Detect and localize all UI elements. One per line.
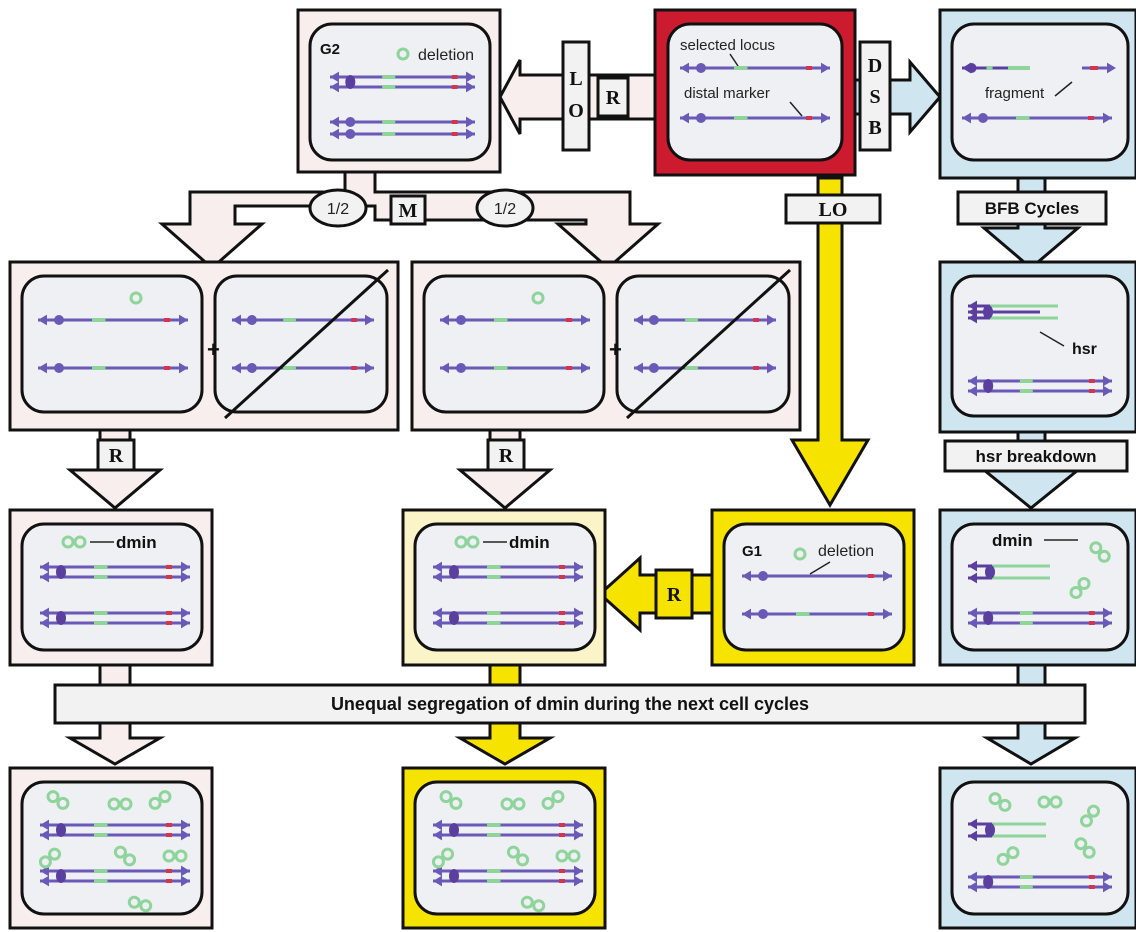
svg-text:L: L: [569, 68, 582, 90]
label-hsr-breakdown: hsr breakdown: [943, 439, 1129, 473]
label-r-yellow: R: [654, 568, 694, 620]
svg-text:O: O: [568, 100, 584, 122]
strike-line: [625, 268, 792, 420]
arrow-bottom-left: [64, 720, 166, 766]
cell-panel: [20, 522, 204, 652]
segregation-banner: Unequal segregation of dmin during the n…: [53, 683, 1087, 725]
label-m: M: [389, 194, 427, 226]
plus-sign: +: [609, 337, 622, 362]
dmin-label: dmin: [116, 533, 157, 552]
box-g1: G1 deletion: [710, 508, 916, 667]
svg-text:hsr breakdown: hsr breakdown: [976, 447, 1097, 466]
cell-panel: [950, 522, 1130, 652]
svg-text:1/2: 1/2: [327, 201, 349, 218]
deletion-label: deletion: [818, 543, 874, 560]
svg-text:B: B: [868, 117, 881, 139]
box-final-left: [8, 766, 214, 930]
svg-text:R: R: [667, 584, 682, 606]
strike-line: [223, 268, 390, 420]
svg-text:R: R: [499, 445, 514, 467]
box-dmin-mid: dmin: [401, 508, 607, 667]
g2-label: G2: [320, 41, 340, 58]
cell-panel: [413, 780, 597, 916]
box-g2: G2 deletion: [296, 8, 502, 174]
box-fragment: fragment: [938, 8, 1136, 180]
g1-label: G1: [742, 543, 762, 560]
cell-panel: [20, 780, 204, 916]
label-r-left: R: [96, 438, 136, 472]
label-bfb: BFB Cycles: [956, 190, 1108, 226]
svg-text:R: R: [606, 87, 621, 109]
dmin-label: dmin: [992, 531, 1033, 550]
svg-text:Unequal segregation of dmin du: Unequal segregation of dmin during the n…: [331, 694, 809, 714]
label-lo-yellow: LO: [784, 193, 882, 225]
label-half-left: 1/2: [308, 188, 368, 228]
cell-panel: [308, 22, 492, 162]
deletion-label: deletion: [418, 47, 474, 64]
svg-text:1/2: 1/2: [494, 201, 516, 218]
box-segregant-left: +: [8, 260, 400, 432]
cell-panel: [422, 274, 606, 414]
distal-marker-label: distal marker: [684, 85, 770, 102]
svg-text:LO: LO: [819, 199, 848, 221]
dmin-label: dmin: [509, 533, 550, 552]
svg-text:D: D: [868, 55, 882, 77]
hsr-label: hsr: [1072, 341, 1097, 358]
cell-panel: [950, 22, 1130, 162]
box-hsr: hsr: [938, 260, 1136, 434]
cell-panel: [20, 274, 204, 414]
box-dmin-right: dmin: [938, 508, 1136, 667]
arrow-bottom-mid: [454, 720, 556, 766]
selected-locus-label: selected locus: [680, 37, 775, 54]
box-selected: selected locus distal marker: [653, 8, 857, 177]
svg-text:R: R: [109, 445, 124, 467]
cell-panel: [950, 274, 1130, 418]
arrow-lo-yellow: [789, 176, 871, 508]
box-dmin-left: dmin: [8, 508, 214, 667]
label-lo-top: L O: [561, 40, 591, 152]
box-segregant-mid: +: [410, 260, 802, 432]
label-dsb: D S B: [858, 40, 892, 152]
box-final-right: [938, 766, 1136, 930]
cell-panel: [413, 522, 597, 652]
cell-panel: [213, 274, 389, 414]
arrow-bottom-right: [981, 720, 1081, 766]
plus-sign: +: [207, 337, 220, 362]
svg-text:M: M: [399, 200, 418, 222]
box-final-mid: [401, 766, 607, 930]
cell-panel: [722, 522, 906, 652]
svg-text:BFB Cycles: BFB Cycles: [985, 199, 1079, 218]
svg-text:S: S: [869, 86, 880, 108]
fragment-label: fragment: [985, 85, 1045, 102]
label-r-mid: R: [486, 438, 526, 472]
label-r-top: R: [596, 76, 630, 118]
cell-panel: [615, 274, 791, 414]
label-half-right: 1/2: [475, 188, 535, 228]
cell-panel: [666, 22, 844, 162]
